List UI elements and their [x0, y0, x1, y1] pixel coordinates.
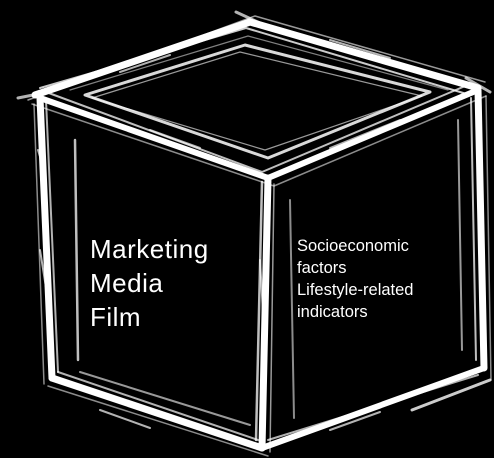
chalk-texture: [16, 10, 492, 431]
cube-front-edge: [254, 174, 275, 453]
right-face-line-2: factors: [297, 259, 347, 277]
left-face-line-1: Marketing: [90, 234, 209, 264]
right-face-line-1: Socioeconomic: [297, 237, 409, 255]
left-face-line-2: Media: [90, 268, 164, 298]
right-face-label: Socioeconomic factors Lifestyle-related …: [297, 235, 413, 323]
right-face-line-4: indicators: [297, 303, 368, 321]
right-face-line-3: Lifestyle-related: [297, 281, 414, 299]
cube-left-face: [33, 94, 269, 457]
left-face-label: Marketing Media Film: [90, 232, 209, 334]
left-face-line-3: Film: [90, 302, 142, 332]
cube-top-face: [27, 15, 487, 187]
